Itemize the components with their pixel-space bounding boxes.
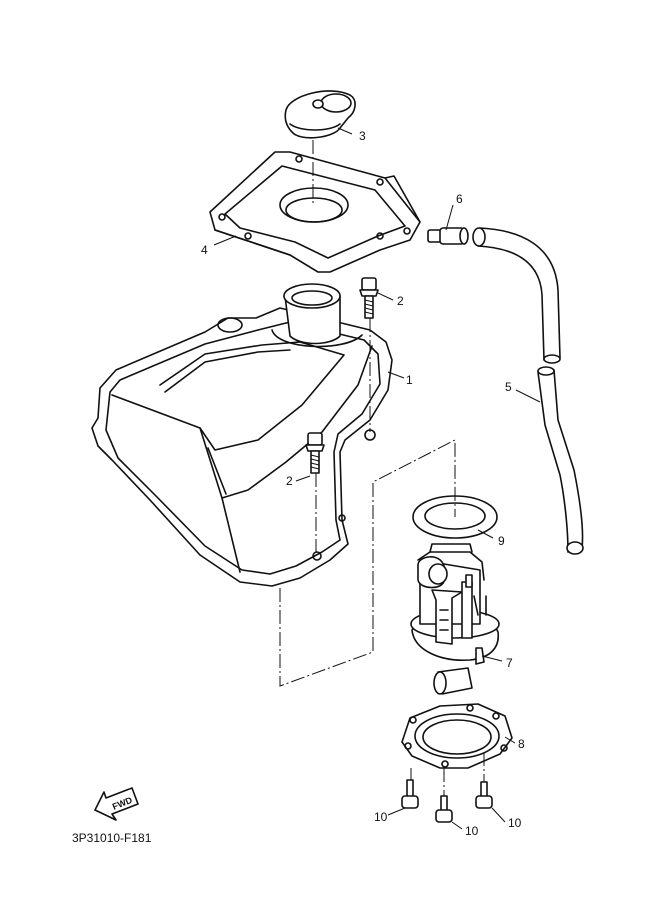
breather-hose (472, 227, 584, 555)
fuel-tank (91, 283, 393, 587)
callout-5: 5 (505, 380, 512, 394)
callout-9: 9 (498, 534, 505, 548)
assembly-guide-lines (279, 140, 485, 796)
screw-right (475, 781, 493, 809)
screw-left (401, 779, 419, 809)
callout-7: 7 (506, 656, 513, 670)
diagram-code: 3P31010-F181 (72, 831, 152, 845)
callout-2-lower: 2 (286, 474, 293, 488)
screw-middle (435, 795, 453, 823)
bolt-upper (359, 277, 379, 319)
callout-10-right: 10 (508, 816, 522, 830)
tank-cover (209, 151, 421, 273)
bolt-lower (305, 432, 325, 474)
callout-4: 4 (201, 243, 208, 257)
fuel-pump (410, 543, 500, 695)
callout-3: 3 (359, 129, 366, 143)
callout-10-left: 10 (374, 810, 388, 824)
callout-leaders (213, 127, 541, 830)
callout-2-upper: 2 (397, 294, 404, 308)
pump-retainer-plate (401, 703, 513, 769)
hose-fitting (427, 227, 469, 245)
fuel-cap (284, 90, 356, 139)
callout-8: 8 (518, 737, 525, 751)
callout-6: 6 (456, 192, 463, 206)
callout-10-middle: 10 (465, 824, 479, 838)
forward-arrow-icon: FWD (94, 787, 139, 821)
callout-1: 1 (406, 373, 413, 387)
